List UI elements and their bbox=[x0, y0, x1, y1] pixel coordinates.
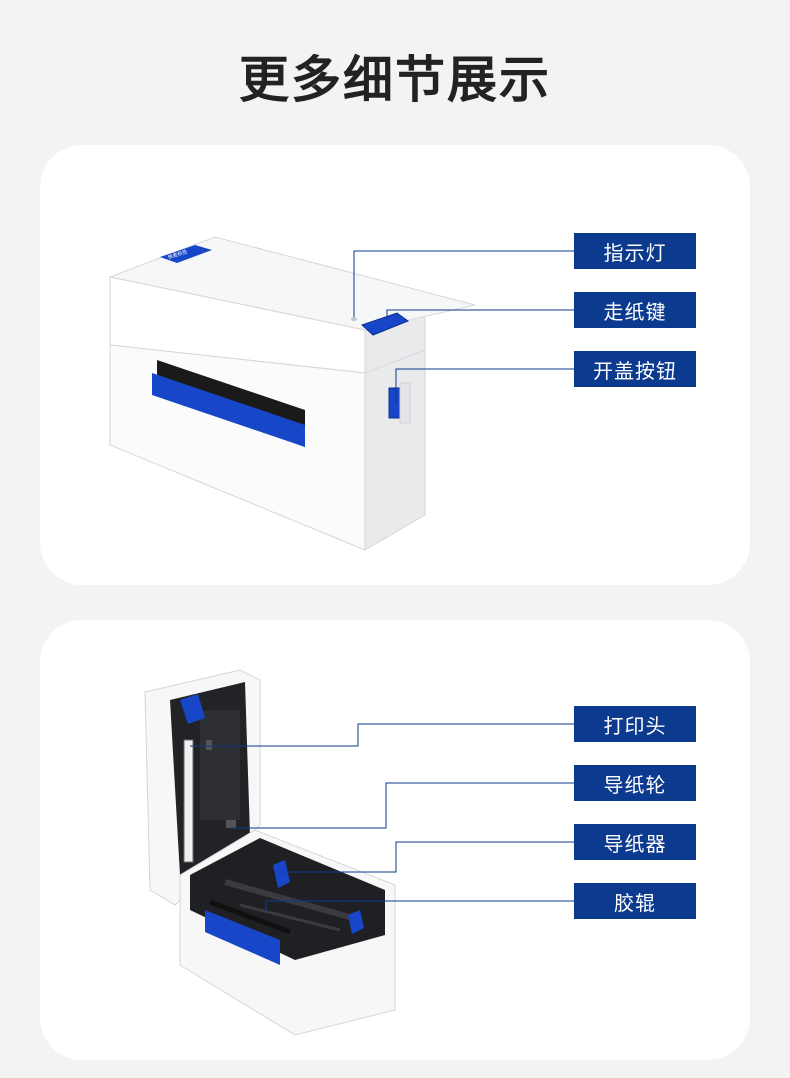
label-feed-key: 走纸键 bbox=[574, 292, 696, 328]
feed-key bbox=[361, 312, 410, 336]
open-printer-illustration bbox=[144, 669, 574, 1036]
open-printer-card: 打印头 导纸轮 导纸器 胶辊 bbox=[40, 620, 750, 1060]
label-paper-guide-wheel: 导纸轮 bbox=[574, 765, 696, 801]
label-print-head: 打印头 bbox=[574, 706, 696, 742]
paper-guide-left bbox=[273, 860, 290, 888]
paper-guide-right bbox=[348, 910, 364, 934]
brand-logo-badge bbox=[160, 245, 212, 263]
indicator-light-dot bbox=[351, 317, 357, 321]
closed-printer-card: 快麦标签 指示灯 走纸键 开盖按钮 bbox=[40, 145, 750, 585]
label-paper-guide: 导纸器 bbox=[574, 824, 696, 860]
rubber-roller bbox=[209, 899, 291, 935]
page-title: 更多细节展示 bbox=[239, 51, 551, 109]
closed-printer-illustration: 快麦标签 bbox=[108, 236, 574, 551]
print-head bbox=[183, 739, 194, 863]
label-rubber-roller: 胶辊 bbox=[574, 883, 696, 919]
label-open-cover-button: 开盖按钮 bbox=[574, 351, 696, 387]
label-indicator-light: 指示灯 bbox=[574, 233, 696, 269]
